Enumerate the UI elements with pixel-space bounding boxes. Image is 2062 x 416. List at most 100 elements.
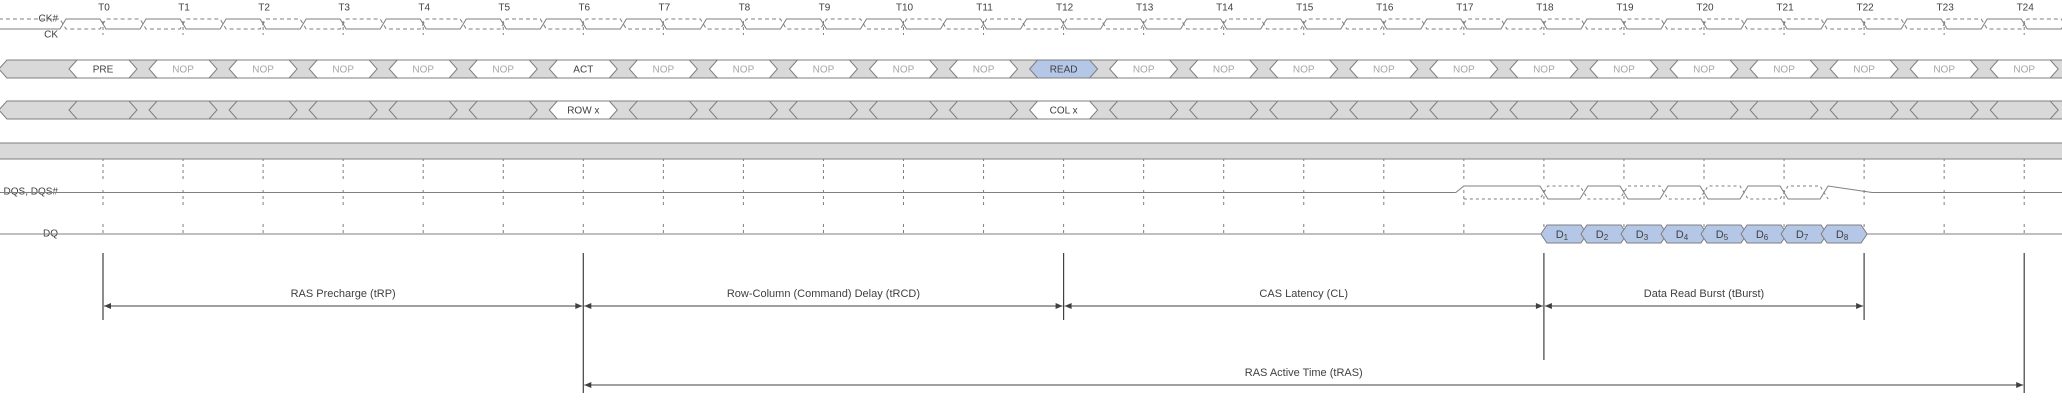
command-block-nop <box>1108 59 1179 79</box>
dqs-n-waveform <box>1463 185 1829 200</box>
clock-waveforms <box>0 18 2062 30</box>
command-label-nop: NOP <box>973 65 995 76</box>
interval-arrow-arrowhead-right <box>2016 382 2024 388</box>
command-block-act <box>548 59 618 79</box>
address-slot <box>388 100 458 120</box>
clock-label-t18: T18 <box>1536 3 1554 14</box>
interval-arrow-arrowhead-right <box>1856 303 1864 309</box>
clock-label-t0: T0 <box>98 3 110 14</box>
address-slot <box>68 100 138 120</box>
clock-label-t7: T7 <box>659 3 671 14</box>
dq-data-index: 2 <box>1604 233 1609 242</box>
command-block-nop <box>388 59 458 79</box>
address-slot <box>1108 100 1179 120</box>
interval-arrow-arrowhead-right <box>1055 303 1063 309</box>
command-block-nop <box>468 59 538 79</box>
clock-label-t5: T5 <box>498 3 510 14</box>
interval-arrow-arrowhead-right <box>1535 303 1543 309</box>
command-label-nop: NOP <box>172 65 194 76</box>
address-slot <box>1349 100 1419 120</box>
clock-label-t24: T24 <box>2017 3 2035 14</box>
command-label-nop: NOP <box>813 65 835 76</box>
command-label-nop: NOP <box>1613 65 1635 76</box>
command-label-nop: NOP <box>1453 65 1475 76</box>
signal-labels: CK#CKCOMMANDADDRESSA10DQS, DQS#DQ <box>4 14 59 240</box>
address-slot <box>1509 100 1579 120</box>
a10-signal <box>0 142 2062 160</box>
command-label-nop: NOP <box>1293 65 1315 76</box>
dq-data-block <box>1820 224 1868 244</box>
clock-label-t3: T3 <box>338 3 350 14</box>
clock-label-t23: T23 <box>1937 3 1955 14</box>
ck-waveform <box>0 18 2062 30</box>
interval-label: RAS Active Time (tRAS) <box>1245 367 1363 379</box>
cycle-gridlines <box>102 21 2025 236</box>
timing-intervals: RAS Precharge (tRP)Row-Column (Command) … <box>102 253 2025 393</box>
clock-label-t6: T6 <box>578 3 590 14</box>
command-block-nop <box>228 59 298 79</box>
command-label-act: ACT <box>573 65 593 76</box>
interval-label: Row-Column (Command) Delay (tRCD) <box>727 288 920 300</box>
command-block-nop <box>308 59 378 79</box>
clock-label-t13: T13 <box>1136 3 1154 14</box>
command-block-nop <box>1749 59 1819 79</box>
dq-data-label: D1 <box>1556 229 1569 242</box>
address-row-label: ROW x <box>567 106 599 117</box>
dq-data-index: 3 <box>1644 233 1649 242</box>
ck-n-waveform <box>0 18 2062 30</box>
dq-data-label: D2 <box>1596 229 1609 242</box>
clock-label-t14: T14 <box>1216 3 1234 14</box>
command-label-nop: NOP <box>1933 65 1955 76</box>
command-block-nop <box>1349 59 1419 79</box>
command-block-nop <box>1429 59 1499 79</box>
command-block-nop <box>1989 59 2059 79</box>
interval-label: CAS Latency (CL) <box>1259 288 1348 300</box>
command-label-nop: NOP <box>1693 65 1715 76</box>
address-slot <box>1989 100 2059 120</box>
command-block-nop <box>1909 59 1979 79</box>
clock-label-t17: T17 <box>1456 3 1474 14</box>
command-label-nop: NOP <box>252 65 274 76</box>
clock-label-t4: T4 <box>418 3 430 14</box>
dq-data-index: 5 <box>1724 233 1729 242</box>
clock-label-t22: T22 <box>1856 3 1874 14</box>
clock-label-t11: T11 <box>976 3 993 14</box>
clock-label-t16: T16 <box>1376 3 1394 14</box>
address-slot <box>1429 100 1499 120</box>
address-slot <box>1909 100 1979 120</box>
dq-data-label: D8 <box>1836 229 1849 242</box>
address-slot <box>1829 100 1899 120</box>
address-slot <box>468 100 538 120</box>
address-slot <box>148 100 218 120</box>
command-block-nop <box>1669 59 1739 79</box>
address-slot <box>788 100 859 120</box>
command-block-nop <box>868 59 939 79</box>
command-block-nop <box>708 59 779 79</box>
dq-data-label: D6 <box>1756 229 1769 242</box>
dq-data-index: 4 <box>1684 233 1689 242</box>
dq-data-label: D7 <box>1796 229 1809 242</box>
clock-label-t21: T21 <box>1776 3 1794 14</box>
command-label-nop: NOP <box>332 65 354 76</box>
clock-label-t12: T12 <box>1056 3 1074 14</box>
command-block-nop <box>1589 59 1659 79</box>
dq-data-index: 1 <box>1564 233 1569 242</box>
dq-data-label: D3 <box>1636 229 1649 242</box>
command-label-nop: NOP <box>1773 65 1795 76</box>
command-block-nop <box>628 59 699 79</box>
clock-label-t9: T9 <box>819 3 831 14</box>
command-block-pre <box>68 59 138 79</box>
dq-data-index: 8 <box>1844 233 1849 242</box>
clock-label-t2: T2 <box>258 3 270 14</box>
command-label-nop: NOP <box>1133 65 1155 76</box>
signal-label-ck: CK <box>44 30 58 41</box>
command-label-nop: NOP <box>1373 65 1395 76</box>
command-label-nop: NOP <box>733 65 755 76</box>
address-slot <box>1669 100 1739 120</box>
command-label-pre: PRE <box>93 65 114 76</box>
command-label-nop: NOP <box>1853 65 1875 76</box>
interval-arrow-arrowhead-right <box>575 303 583 309</box>
